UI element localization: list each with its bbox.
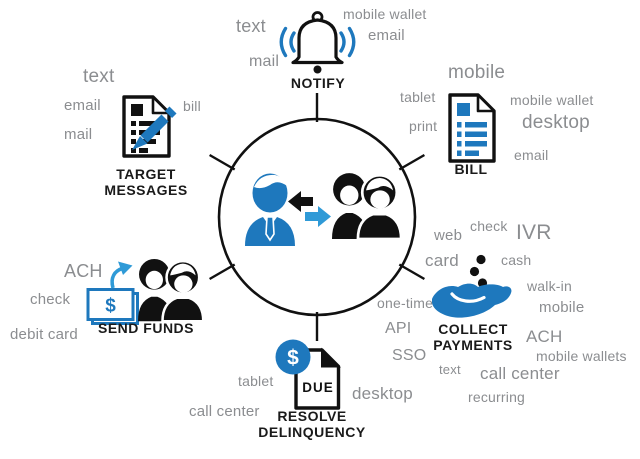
send-funds-label-text: SEND FUNDS [97,320,195,336]
keyword-collect-sso: SSO [392,347,427,364]
keyword-notify-mobile-wallet: mobile wallet [343,6,427,22]
collect-payments-label: COLLECT PAYMENTS [433,321,512,353]
collect-payments-label-line1: COLLECT [438,321,508,337]
dollar-badge-text: $ [287,347,299,370]
keyword-resolve-call-center: call center [189,403,260,420]
notify-label: NOTIFY [290,75,346,92]
money-bill-dollar-text: $ [105,296,116,317]
money-bill-icon: $ [86,288,139,325]
resolve-delinquency-label-line1: RESOLVE [277,408,347,424]
keyword-send-check: check [30,291,71,308]
keyword-collect-one-time: one-time [377,295,434,311]
keyword-notify-mail: mail [249,53,280,70]
target-messages-label: TARGET MESSAGES [104,166,188,198]
notification-waves-icon [279,26,356,58]
keyword-collect-cash: cash [501,252,532,268]
keyword-send-ach: ACH [64,261,103,281]
keyword-target-email: email [64,97,101,114]
right-arrow-icon [305,206,331,227]
exchange-arrows-icon [288,191,331,227]
dollar-badge-icon: $ [275,339,311,375]
keyword-notify-text: text [236,16,266,36]
keyword-collect-web: web [434,227,463,244]
keyword-collect-check: check [470,218,508,234]
target-messages-label-line2: MESSAGES [104,181,188,198]
keyword-notify-email: email [368,27,405,44]
resolve-delinquency-label: RESOLVE DELINQUENCY [258,408,366,440]
collect-payments-label-line2: PAYMENTS [433,337,513,353]
notify-label-text: NOTIFY [290,75,346,91]
send-arrow-icon [110,261,133,289]
send-funds-people-icon [136,257,205,323]
send-funds-label: SEND FUNDS [97,320,195,337]
keyword-collect-mobile-wallets: mobile wallets [536,348,627,364]
keyword-collect-card: card [425,251,459,270]
keyword-collect-call-center: call center [480,364,560,383]
bell-icon [291,11,344,74]
keyword-bill-print: print [409,118,438,134]
keyword-bill-mobile-wallet: mobile wallet [510,92,594,108]
keyword-target-bill: bill [183,98,201,114]
left-arrow-icon [288,191,313,212]
bill-label-text: BILL [454,161,488,177]
target-messages-document-icon [122,95,177,158]
keyword-bill-mobile: mobile [448,62,506,83]
resolve-delinquency-label-line2: DELINQUENCY [258,423,366,440]
keyword-send-debit-card: debit card [10,326,78,343]
keyword-collect-text: text [439,362,461,377]
bill-document-icon [448,93,496,163]
keyword-resolve-desktop: desktop [352,384,413,403]
keyword-collect-ivr: IVR [516,221,552,244]
keyword-collect-walk-in: walk-in [527,278,572,294]
keyword-bill-tablet: tablet [400,89,436,105]
keyword-collect-mobile: mobile [539,299,585,316]
collect-hand-icon [432,283,512,318]
pencil-icon [132,106,177,150]
keyword-resolve-tablet: tablet [238,373,274,389]
keyword-target-text: text [83,66,115,87]
coins-icon [469,254,488,288]
keyword-bill-email: email [514,147,549,163]
target-messages-label-line1: TARGET [116,166,176,182]
keyword-collect-ach: ACH [526,327,563,346]
bill-label: BILL [454,161,488,178]
keyword-target-mail: mail [64,126,93,143]
keyword-collect-recurring: recurring [468,389,526,405]
keyword-bill-desktop: desktop [522,112,590,133]
keyword-collect-api: API [385,320,412,337]
biller-person-icon [245,173,295,246]
due-text: DUE [302,380,334,395]
hub-tick-marks [208,93,426,341]
